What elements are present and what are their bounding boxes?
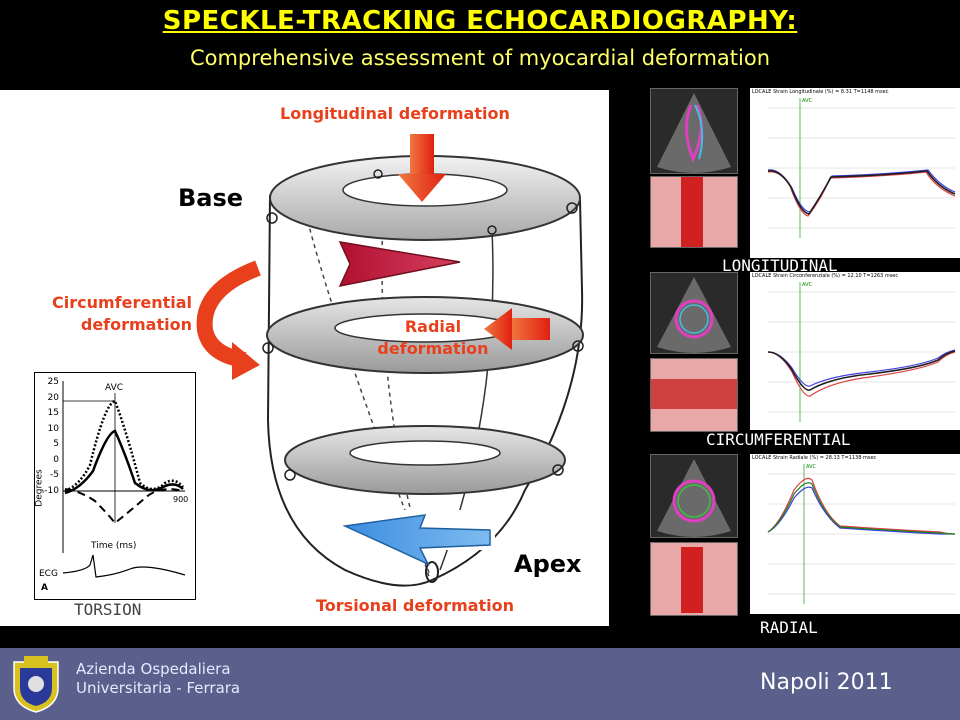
echo-ring-svg	[657, 277, 731, 353]
heart-cylinder-svg	[196, 134, 584, 587]
radial-strain-graph: LOCALE Strain Radiale (%) = 28.13 T=1138…	[750, 454, 960, 614]
heart-deformation-diagram: Longitudinal deformation Base Circumfere…	[0, 90, 609, 626]
longitudinal-strain-panel: LOCALE Strain Longitudinale (%) = 8.31 T…	[650, 88, 960, 275]
ytick: 25	[47, 377, 59, 387]
torsion-y-ticks: 25 20 15 10 5 0 -5 -10	[37, 375, 59, 499]
torsion-inset-chart: 25 20 15 10 5 0 -5 -10 AVC Degrees 900 T…	[34, 372, 196, 600]
radial-strain-panel: LOCALE Strain Radiale (%) = 28.13 T=1138…	[650, 454, 960, 637]
circumferential-avc-label: AVC	[802, 282, 813, 288]
torsion-avc-label: AVC	[105, 383, 124, 393]
hospital-name-line1: Azienda Ospedaliera	[76, 660, 231, 678]
circumferential-deformation-label: Circumferential deformation	[10, 292, 192, 336]
longitudinal-strain-map	[650, 176, 738, 248]
apex-label: Apex	[514, 550, 582, 578]
circumferential-label-line1: Circumferential	[51, 293, 192, 312]
torsion-ecg-label: ECG	[39, 569, 58, 579]
hospital-name-line2: Universitaria - Ferrara	[76, 679, 241, 697]
longitudinal-deformation-label: Longitudinal deformation	[280, 104, 510, 123]
circumferential-arrow	[196, 260, 261, 380]
ytick: 10	[47, 423, 59, 434]
longitudinal-curves-svg	[767, 98, 956, 238]
short-axis-mid-image	[650, 454, 738, 538]
coat-of-arms-icon	[13, 656, 59, 713]
slide-subtitle: Comprehensive assessment of myocardial d…	[189, 46, 771, 70]
longitudinal-graph-header: LOCALE Strain Longitudinale (%) = 8.31 T…	[752, 89, 889, 95]
event-location-year: Napoli 2011	[760, 670, 893, 695]
circumferential-strain-graph: LOCALE Strain Circonferenziale (%) = 12.…	[750, 272, 960, 430]
hospital-name: Azienda Ospedaliera Universitaria - Ferr…	[76, 660, 240, 698]
radial-deformation-label: Radial deformation	[368, 316, 498, 360]
torsion-ylabel: Degrees	[34, 469, 45, 507]
fiber-knots	[262, 169, 584, 481]
strain-panels-column: LOCALE Strain Longitudinale (%) = 8.31 T…	[612, 88, 960, 648]
torsion-caption: TORSION	[74, 600, 142, 619]
circumferential-graph-header: LOCALE Strain Circonferenziale (%) = 12.…	[752, 273, 899, 279]
slide-footer: Azienda Ospedaliera Universitaria - Ferr…	[0, 648, 960, 720]
radial-strain-map	[650, 542, 738, 616]
slide-title: SPECKLE-TRACKING ECHOCARDIOGRAPHY:	[162, 6, 798, 36]
circumferential-curves-svg	[767, 282, 956, 422]
radial-avc-label: AVC	[806, 464, 817, 470]
circumferential-label: CIRCUMFERENTIAL	[706, 430, 851, 449]
ytick: 20	[47, 392, 59, 403]
longitudinal-arrow	[398, 134, 446, 202]
radial-graph-header: LOCALE Strain Radiale (%) = 28.13 T=1138…	[752, 455, 877, 461]
circumferential-label-line2: deformation	[80, 315, 192, 334]
radial-label-line1: Radial	[404, 317, 462, 336]
torsion-panel-letter: A	[41, 583, 48, 593]
ytick: 5	[53, 439, 59, 449]
ytick: -5	[50, 470, 59, 480]
apical-ring	[284, 425, 566, 495]
torsion-chart-svg	[62, 381, 186, 578]
radial-label: RADIAL	[760, 618, 818, 637]
slide-header: SPECKLE-TRACKING ECHOCARDIOGRAPHY: Compr…	[0, 0, 960, 88]
longitudinal-label: LONGITUDINAL	[722, 256, 838, 275]
radial-curves-svg	[767, 464, 956, 604]
echo-ring-mid-svg	[657, 459, 731, 537]
torsion-xlabel: Time (ms)	[91, 541, 137, 551]
longitudinal-avc-label: AVC	[802, 98, 813, 104]
echo-sector-svg	[657, 93, 731, 173]
base-label: Base	[178, 184, 244, 212]
radial-arrow	[484, 308, 550, 350]
longitudinal-strain-graph: LOCALE Strain Longitudinale (%) = 8.31 T…	[750, 88, 960, 258]
torsional-deformation-label: Torsional deformation	[316, 596, 515, 615]
ytick: -10	[44, 485, 59, 496]
ytick: 0	[53, 454, 59, 465]
torsional-arrow	[342, 510, 495, 566]
short-axis-apex-image	[650, 272, 738, 354]
ytick: 15	[47, 408, 59, 418]
apical-view-image	[650, 88, 738, 174]
circumferential-strain-map	[650, 358, 738, 432]
radial-label-line2: deformation	[377, 339, 489, 358]
radial-outward-arrow	[338, 241, 461, 288]
torsion-xtick-end: 900	[173, 495, 189, 504]
hospital-logo-icon	[10, 654, 62, 714]
circumferential-strain-panel: LOCALE Strain Circonferenziale (%) = 12.…	[650, 272, 960, 449]
